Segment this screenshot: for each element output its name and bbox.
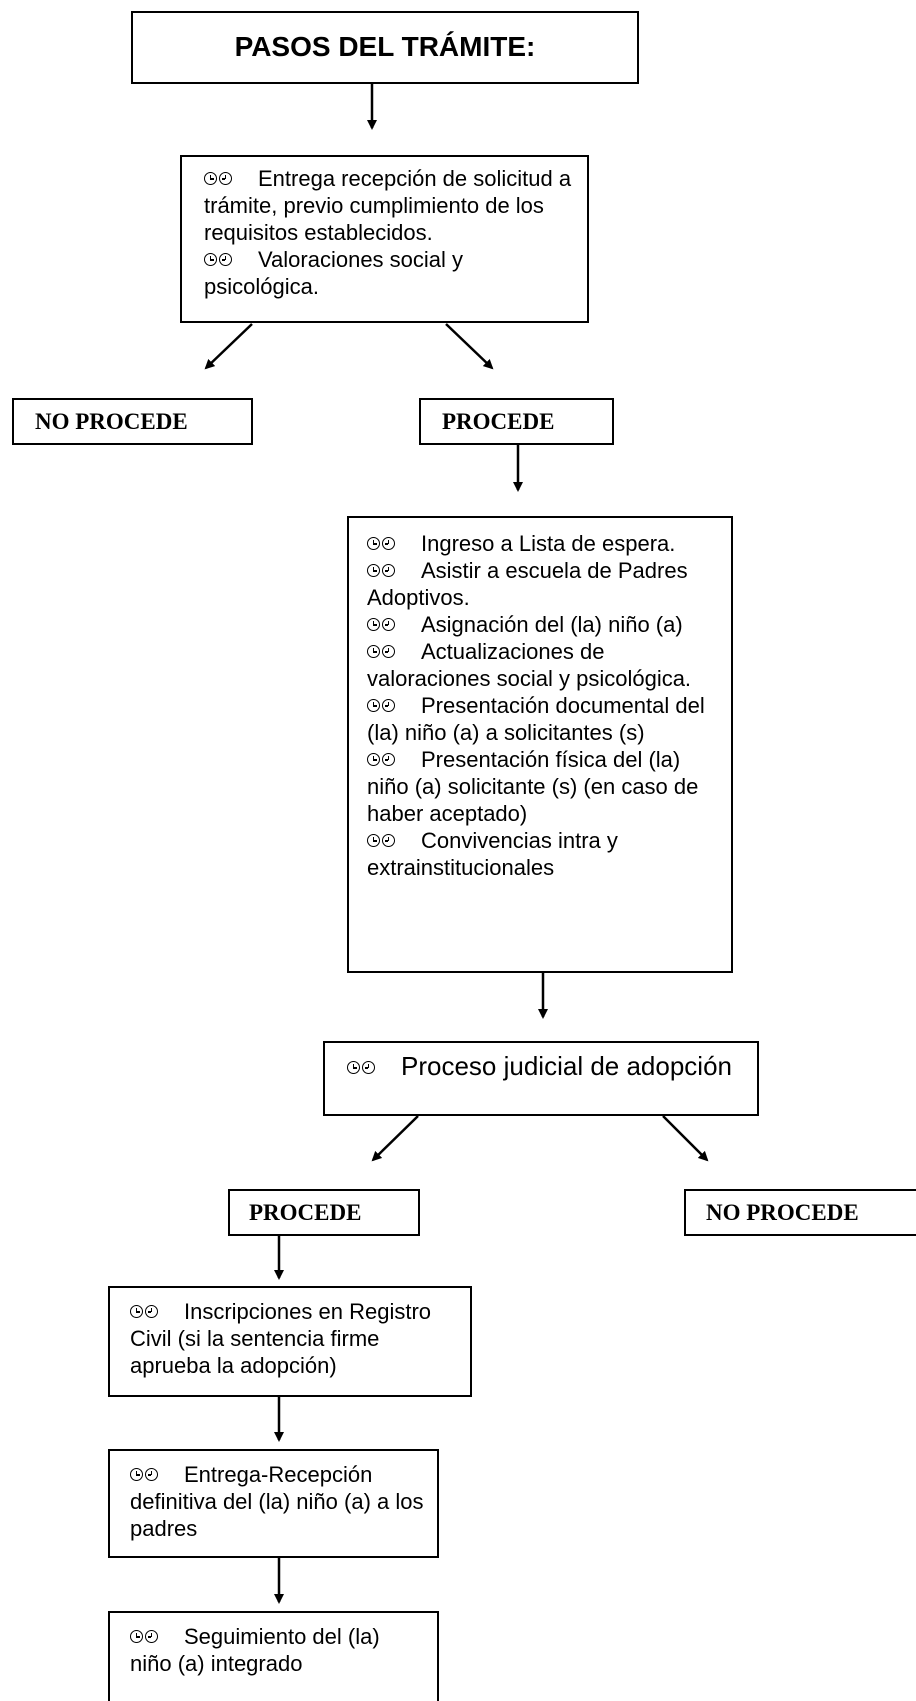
step-text: Valoraciones social y psicológica. <box>204 247 464 299</box>
step-item: Actualizaciones de valoraciones social y… <box>367 638 723 692</box>
clock-icon <box>367 699 401 717</box>
step-text: Inscripciones en Registro Civil (si la s… <box>130 1299 432 1378</box>
clock-icon <box>204 253 238 271</box>
step-list: Entrega recepción de solicitud a trámite… <box>204 165 573 300</box>
step-item: Asistir a escuela de Padres Adoptivos. <box>367 557 723 611</box>
step-item: Valoraciones social y psicológica. <box>204 246 573 300</box>
outcome-no-procede-1: NO PROCEDE <box>12 398 253 445</box>
arrow-step1-to-procede <box>445 323 494 370</box>
step-text: Entrega-Recepción definitiva del (la) ni… <box>130 1462 424 1541</box>
step-box-solicitud: Entrega recepción de solicitud a trámite… <box>180 155 589 323</box>
step-box-entrega: Entrega-Recepción definitiva del (la) ni… <box>108 1449 439 1558</box>
clock-icon <box>367 834 401 852</box>
outcome-label: NO PROCEDE <box>706 1200 859 1225</box>
step-item: Asignación del (la) niño (a) <box>367 611 723 638</box>
clock-icon <box>367 645 401 663</box>
clock-icon <box>367 753 401 771</box>
clock-icon <box>367 618 401 636</box>
outcome-label: NO PROCEDE <box>35 409 188 434</box>
clock-icon <box>367 537 401 555</box>
clock-icon <box>347 1061 381 1079</box>
step-item: Entrega recepción de solicitud a trámite… <box>204 165 573 246</box>
step-text: Presentación física del (la) niño (a) so… <box>367 747 699 826</box>
step-text: Actualizaciones de valoraciones social y… <box>367 639 692 691</box>
step-item: Proceso judicial de adopción <box>347 1053 749 1080</box>
step-box-espera: Ingreso a Lista de espera.Asistir a escu… <box>347 516 733 973</box>
step-text: Presentación documental del (la) niño (a… <box>367 693 705 745</box>
outcome-no-procede-2: NO PROCEDE <box>684 1189 916 1236</box>
step-list: Inscripciones en Registro Civil (si la s… <box>130 1298 460 1379</box>
step-list: Entrega-Recepción definitiva del (la) ni… <box>130 1461 427 1542</box>
outcome-label: PROCEDE <box>249 1200 362 1225</box>
title-box: PASOS DEL TRÁMITE: <box>131 11 639 84</box>
arrow-step3-to-procede <box>371 1115 419 1162</box>
step-text: Entrega recepción de solicitud a trámite… <box>204 166 572 245</box>
step-text: Ingreso a Lista de espera. <box>421 531 676 556</box>
step-box-proceso-judicial: Proceso judicial de adopción <box>323 1041 759 1116</box>
step-text: Seguimiento del (la) niño (a) integrado <box>130 1624 380 1676</box>
page-title: PASOS DEL TRÁMITE: <box>234 31 536 62</box>
outcome-label: PROCEDE <box>442 409 555 434</box>
outcome-procede-1: PROCEDE <box>419 398 614 445</box>
step-item: Entrega-Recepción definitiva del (la) ni… <box>130 1461 427 1542</box>
clock-icon <box>204 172 238 190</box>
clock-icon <box>130 1630 164 1648</box>
step-text: Proceso judicial de adopción <box>401 1051 732 1081</box>
step-box-seguimiento: Seguimiento del (la) niño (a) integrado <box>108 1611 439 1701</box>
step-list: Ingreso a Lista de espera.Asistir a escu… <box>367 530 723 881</box>
step-item: Convivencias intra y extrainstitucionale… <box>367 827 723 881</box>
step-box-registro-civil: Inscripciones en Registro Civil (si la s… <box>108 1286 472 1397</box>
step-list: Proceso judicial de adopción <box>347 1053 749 1080</box>
step-item: Inscripciones en Registro Civil (si la s… <box>130 1298 460 1379</box>
step-item: Ingreso a Lista de espera. <box>367 530 723 557</box>
step-list: Seguimiento del (la) niño (a) integrado <box>130 1623 427 1677</box>
step-item: Presentación documental del (la) niño (a… <box>367 692 723 746</box>
clock-icon <box>130 1305 164 1323</box>
arrow-step3-to-no-procede <box>662 1115 709 1162</box>
clock-icon <box>367 564 401 582</box>
arrow-step1-to-no-procede <box>204 323 253 370</box>
clock-icon <box>130 1468 164 1486</box>
outcome-procede-2: PROCEDE <box>228 1189 420 1236</box>
step-item: Seguimiento del (la) niño (a) integrado <box>130 1623 427 1677</box>
step-text: Convivencias intra y extrainstitucionale… <box>367 828 618 880</box>
step-item: Presentación física del (la) niño (a) so… <box>367 746 723 827</box>
step-text: Asignación del (la) niño (a) <box>421 612 683 637</box>
step-text: Asistir a escuela de Padres Adoptivos. <box>367 558 688 610</box>
